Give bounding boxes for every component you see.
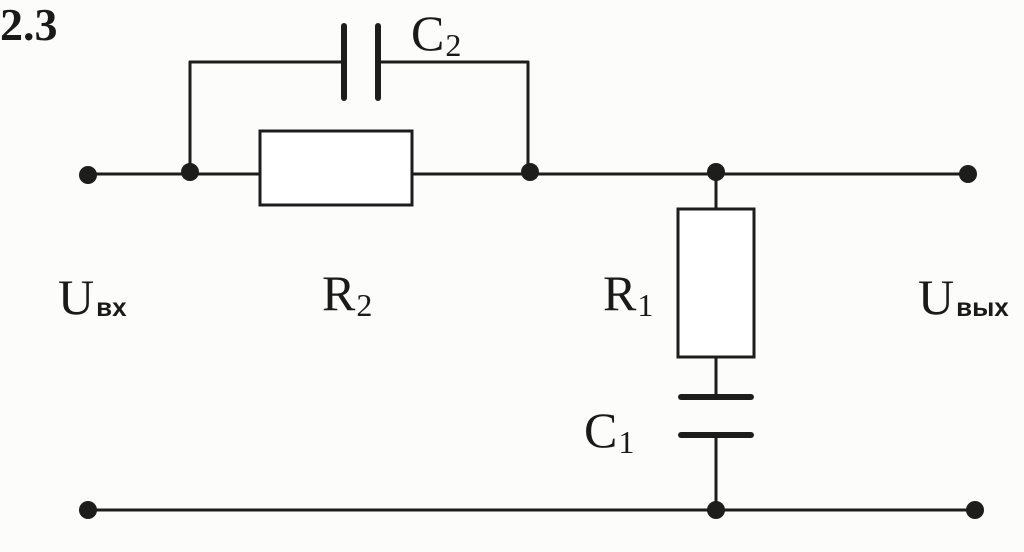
output-terminal-bottom [966, 501, 984, 519]
figure-number: 2.3 [0, 0, 58, 50]
junction-shunt-bottom [707, 501, 725, 519]
c2-label-sub: 2 [445, 27, 462, 63]
r2-label: R2 [322, 265, 372, 321]
input-terminal-top [79, 166, 97, 184]
junction-shunt-top [707, 163, 725, 181]
output-voltage-sub: вых [956, 292, 1009, 322]
r2-label-sub: 2 [356, 287, 373, 323]
r2-label-main: R [322, 265, 356, 321]
r1-label-main: R [603, 265, 637, 321]
c1-label-main: C [584, 402, 618, 458]
junction-right [521, 163, 539, 181]
input-terminal-bottom [79, 501, 97, 519]
c1-label-sub: 1 [618, 424, 635, 460]
c2-label-main: C [411, 5, 445, 61]
output-voltage-label: Uвых [918, 272, 1009, 322]
output-voltage-main: U [918, 269, 955, 325]
input-voltage-label: Uвх [58, 272, 127, 322]
c2-label: C2 [411, 5, 461, 61]
c1-label: C1 [584, 402, 634, 458]
r1-label: R1 [603, 265, 653, 321]
r2-resistor [258, 129, 414, 207]
junction-left [181, 163, 199, 181]
output-terminal-top [959, 165, 977, 183]
input-voltage-main: U [58, 269, 95, 325]
r1-label-sub: 1 [637, 287, 654, 323]
r1-resistor [676, 207, 756, 359]
input-voltage-sub: вх [96, 292, 127, 322]
